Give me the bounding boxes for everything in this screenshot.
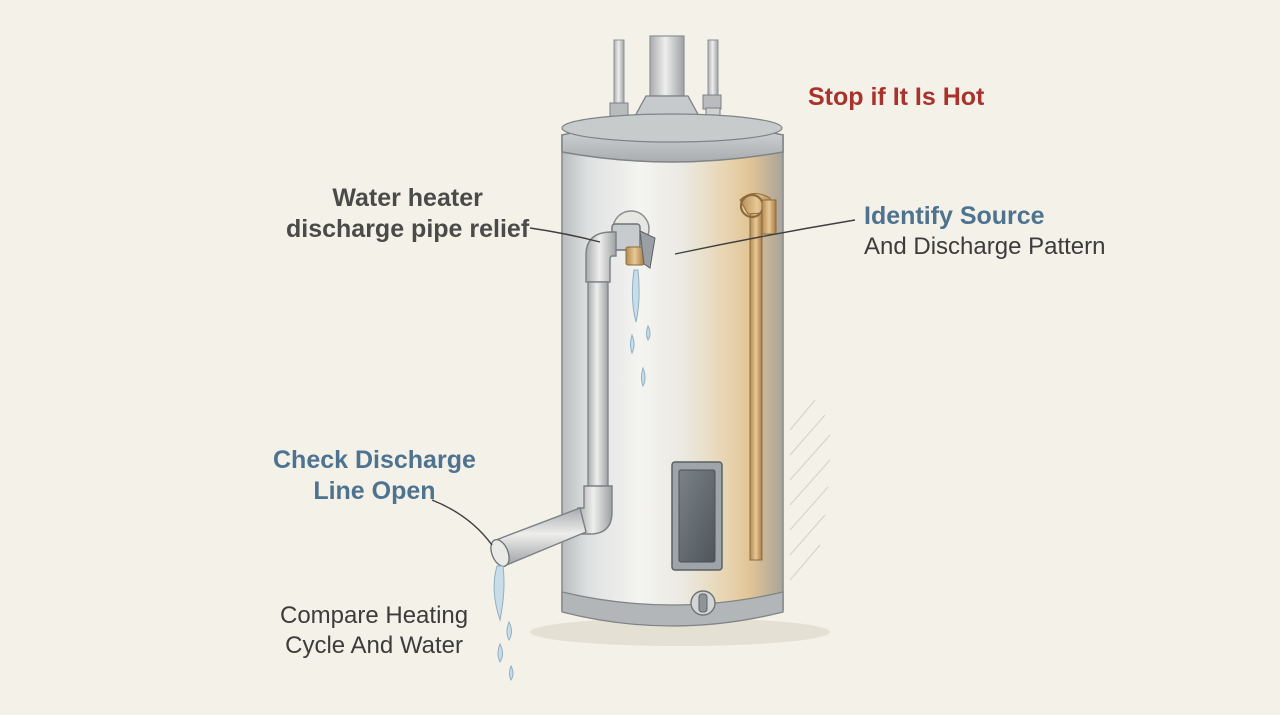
leader-lines <box>431 219 856 546</box>
leader-check <box>431 499 493 546</box>
supply-pipes <box>609 35 722 127</box>
brass-pipe <box>739 193 777 561</box>
leader-identify <box>674 219 856 255</box>
identify-source-title: Identify Source <box>864 202 1045 230</box>
relief-valve-label: Water heater discharge pipe relief <box>286 184 530 244</box>
relief-valve <box>611 210 656 269</box>
identify-source-label: Identify Source And Discharge Pattern <box>864 201 1105 262</box>
drain-valve <box>690 590 716 616</box>
floor-shadow <box>530 618 830 646</box>
discharge-pipe <box>490 231 617 567</box>
check-discharge-label: Check Discharge Line Open <box>273 446 476 506</box>
compare-heating-label: Compare Heating Cycle And Water <box>280 602 469 659</box>
wall-shadow <box>789 399 831 581</box>
tank-bottom-band <box>561 591 784 627</box>
identify-source-subtitle: And Discharge Pattern <box>864 233 1106 261</box>
stop-if-hot-label: Stop if It Is Hot <box>808 83 985 111</box>
water-drips <box>493 269 651 681</box>
leader-relief <box>529 227 601 243</box>
